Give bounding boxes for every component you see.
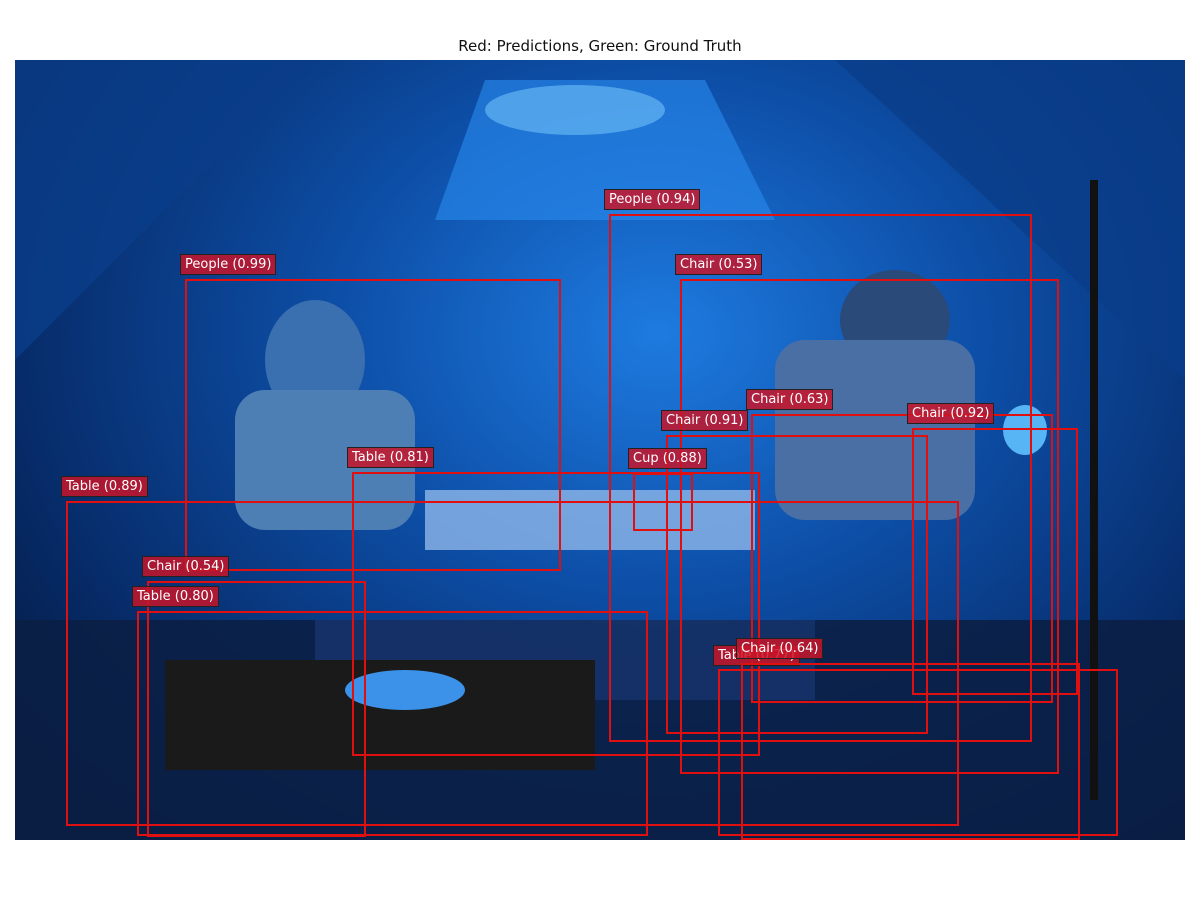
detection-label: Table (0.80) bbox=[132, 586, 219, 607]
tent-scene-illustration bbox=[15, 60, 1185, 840]
camping-tent-photo bbox=[15, 60, 1185, 840]
detection-box bbox=[147, 581, 366, 837]
detection-label: Table (0.81) bbox=[347, 447, 434, 468]
detection-box bbox=[352, 472, 760, 756]
detection-box bbox=[137, 611, 648, 836]
detection-box bbox=[718, 669, 1118, 836]
detection-box bbox=[680, 279, 1059, 774]
detection-label: Chair (0.91) bbox=[661, 410, 749, 431]
detection-label: Chair (0.92) bbox=[907, 403, 995, 424]
detection-label: Chair (0.53) bbox=[675, 254, 763, 275]
figure-title: Red: Predictions, Green: Ground Truth bbox=[458, 37, 742, 55]
detection-box bbox=[912, 428, 1078, 695]
detection-box bbox=[741, 663, 1080, 840]
detection-box bbox=[609, 214, 1032, 742]
detection-label: Chair (0.63) bbox=[746, 389, 834, 410]
detection-box bbox=[666, 435, 928, 734]
detection-box bbox=[751, 414, 1053, 703]
detection-label: Table (0.89) bbox=[61, 476, 148, 497]
detection-box bbox=[185, 279, 561, 571]
detection-label: Chair (0.54) bbox=[142, 556, 230, 577]
detection-label: Chair (0.64) bbox=[736, 638, 824, 659]
detection-label: Cup (0.88) bbox=[628, 448, 707, 469]
detection-label: People (0.99) bbox=[180, 254, 277, 275]
detection-label: People (0.94) bbox=[604, 189, 701, 210]
